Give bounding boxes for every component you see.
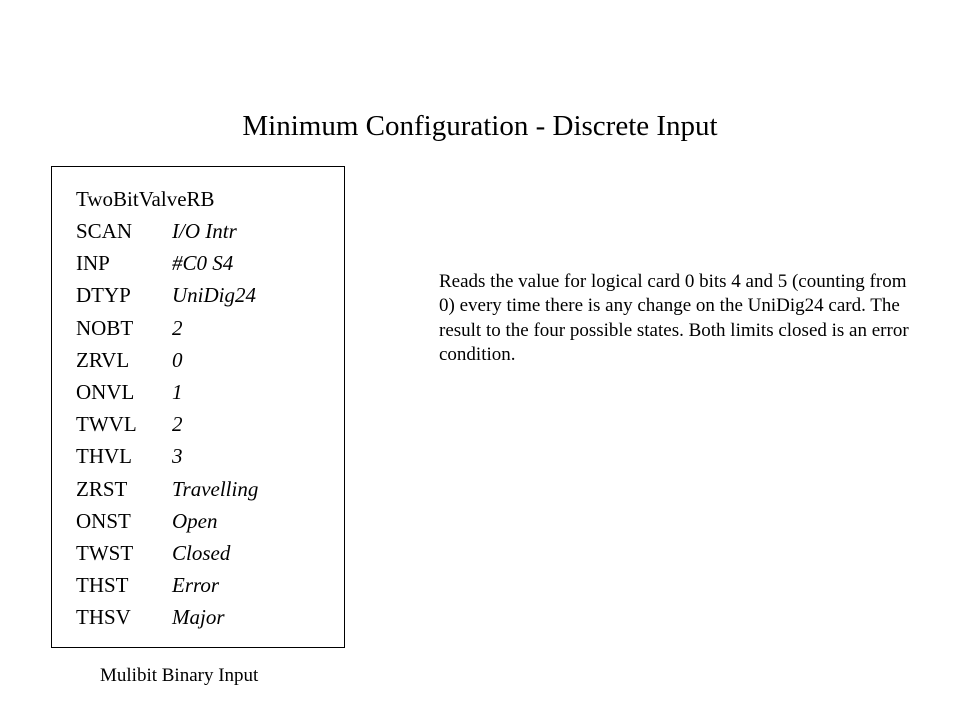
field-key: SCAN xyxy=(76,219,133,243)
field-value: #C0 S4 xyxy=(172,251,234,276)
field-value: UniDig24 xyxy=(172,283,256,308)
field-row: INP #C0 S4 xyxy=(76,249,258,281)
field-row: THVL 3 xyxy=(76,442,258,474)
field-key: ONST xyxy=(76,508,131,533)
field-key: NOBT xyxy=(76,315,134,340)
field-value: Travelling xyxy=(172,476,259,501)
field-row: ZRST Travelling xyxy=(76,475,258,507)
field-value: 0 xyxy=(172,347,183,372)
field-row: SCAN I/O Intr xyxy=(76,217,258,249)
field-key: THVL xyxy=(76,444,132,469)
field-key: INP xyxy=(76,251,110,276)
field-key: ZRVL xyxy=(76,347,130,372)
field-row: ZRVL 0 xyxy=(76,346,258,378)
record-caption: Mulibit Binary Input xyxy=(100,665,259,686)
field-value: 3 xyxy=(172,444,183,469)
field-value: Error xyxy=(172,573,220,598)
field-list: SCAN I/O Intr INP #C0 S4 DTYP UniDig24 NOBT… xyxy=(76,217,258,635)
field-key: TWVL xyxy=(76,412,137,437)
field-row: ONVL 1 xyxy=(76,378,258,410)
record-name: TwoBitValveRB xyxy=(76,187,215,211)
field-key: THST xyxy=(76,573,129,598)
record-definition-box: TwoBitValveRB SCAN I/O Intr INP #C0 S4 DTY… xyxy=(51,166,345,648)
field-value: 1 xyxy=(172,379,183,404)
field-row: DTYP UniDig24 xyxy=(76,281,258,313)
field-key: THSV xyxy=(76,605,131,630)
field-row: NOBT 2 xyxy=(76,314,258,346)
field-row: ONST Open xyxy=(76,507,258,539)
field-key: DTYP xyxy=(76,283,131,308)
field-value: I/O Intr xyxy=(172,219,237,243)
field-value: Major xyxy=(172,605,225,630)
field-value: 2 xyxy=(172,315,183,340)
field-value: Closed xyxy=(172,540,231,565)
field-key: ONVL xyxy=(76,379,135,404)
field-key: ZRST xyxy=(76,476,128,501)
field-row: TWVL 2 xyxy=(76,410,258,442)
field-value: 2 xyxy=(172,412,183,437)
slide-title: Minimum Configuration - Discrete Input xyxy=(242,110,718,142)
field-key: TWST xyxy=(76,540,134,565)
field-value: Open xyxy=(172,508,218,533)
description-text: Reads the value for logical card 0 bits … xyxy=(439,271,909,366)
field-row: THSV Major xyxy=(76,603,258,635)
field-row: TWST Closed xyxy=(76,539,258,571)
field-row: THST Error xyxy=(76,571,258,603)
